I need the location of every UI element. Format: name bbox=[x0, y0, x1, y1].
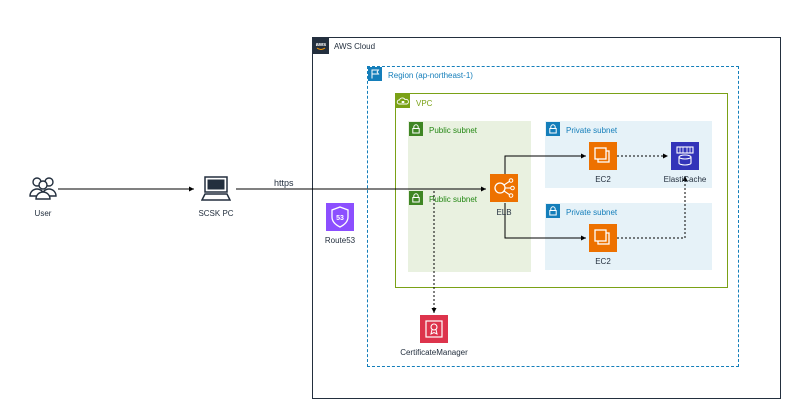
route53-label: Route53 bbox=[324, 236, 356, 245]
ec2-instance-icon bbox=[589, 224, 617, 257]
private-subnet-title-1: Private subnet bbox=[566, 126, 618, 135]
elb-label: ELB bbox=[496, 208, 512, 217]
aws-cloud-group bbox=[312, 37, 781, 399]
elasticache-label: ElastiCache bbox=[663, 175, 707, 184]
users-icon bbox=[28, 174, 58, 205]
region-group bbox=[367, 66, 739, 367]
elasticache-icon bbox=[671, 142, 699, 175]
vpc-group bbox=[395, 93, 728, 288]
pc-label: SCSK PC bbox=[198, 209, 234, 218]
aws-cloud-logo-icon: aws bbox=[313, 38, 329, 54]
route53-badge: 53 bbox=[336, 215, 344, 222]
private-subnet-title-2: Private subnet bbox=[566, 208, 618, 217]
ec2-instance-icon bbox=[589, 142, 617, 175]
aws-cloud-title: AWS Cloud bbox=[334, 42, 376, 51]
private-subnet-lock-icon bbox=[546, 122, 560, 141]
public-subnet-lock-icon bbox=[409, 191, 423, 210]
elastic-load-balancer-icon bbox=[490, 174, 518, 207]
public-subnet-lock-icon bbox=[409, 122, 423, 141]
user-label: User bbox=[34, 209, 52, 218]
https-edge-label: https bbox=[274, 178, 294, 188]
region-title: Region (ap-northeast-1) bbox=[388, 71, 473, 80]
edge-elb-to-ec2-2 bbox=[504, 203, 586, 241]
edge-elb-to-ec2-1 bbox=[504, 153, 586, 174]
private-subnet-group-2 bbox=[545, 203, 712, 270]
region-flag-icon bbox=[368, 67, 382, 86]
certificate-manager-icon bbox=[420, 315, 448, 348]
public-subnet-title-2: Public subnet bbox=[429, 195, 478, 204]
private-subnet-lock-icon bbox=[546, 204, 560, 223]
certificate-manager-label: CertificateManager bbox=[400, 348, 468, 357]
vpc-title: VPC bbox=[416, 99, 433, 108]
ec2-label-1: EC2 bbox=[595, 175, 611, 184]
route53-icon: 53 bbox=[326, 203, 354, 236]
edge-ec2-2-to-elasticache bbox=[617, 176, 688, 239]
vpc-cloud-lock-icon bbox=[396, 94, 410, 113]
svg-text:aws: aws bbox=[316, 42, 326, 48]
client-pc-icon bbox=[200, 176, 232, 207]
public-subnet-title-1: Public subnet bbox=[429, 126, 478, 135]
ec2-label-2: EC2 bbox=[595, 257, 611, 266]
